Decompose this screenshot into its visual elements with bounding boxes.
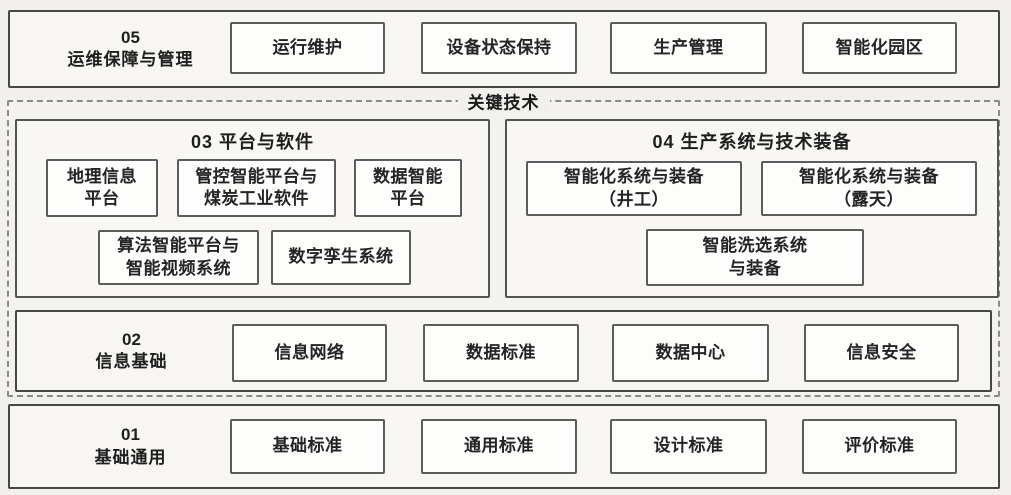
- box-equipment-status-keeping: 设备状态保持: [421, 22, 577, 74]
- layer-01-label: 01 基础通用: [28, 406, 233, 487]
- box-smart-park: 智能化园区: [802, 22, 957, 74]
- layer-05-band: 05 运维保障与管理 运行维护 设备状态保持 生产管理 智能化园区: [8, 10, 1000, 88]
- section-04-production-systems-equipment: 04 生产系统与技术装备 智能化系统与装备 （井工） 智能化系统与装备 （露天）…: [505, 119, 999, 298]
- layer-02-band: 02 信息基础 信息网络 数据标准 数据中心 信息安全: [15, 310, 992, 392]
- box-production-management: 生产管理: [610, 22, 767, 74]
- box-information-network: 信息网络: [232, 324, 387, 382]
- layer-01-code: 01: [121, 425, 140, 445]
- section-04-title: 04 生产系统与技术装备: [652, 132, 852, 152]
- layer-05-label: 05 运维保障与管理: [28, 12, 233, 86]
- box-intelligent-systems-openpit: 智能化系统与装备 （露天）: [761, 161, 977, 216]
- section-03-title: 03 平台与软件: [190, 132, 315, 152]
- box-data-center: 数据中心: [612, 324, 769, 382]
- box-algorithm-platform-video-system: 算法智能平台与 智能视频系统: [98, 230, 259, 285]
- box-operation-maintenance: 运行维护: [230, 22, 385, 74]
- box-evaluation-standard: 评价标准: [802, 419, 957, 474]
- key-tech-container: 关键技术 03 平台与软件 地理信息 平台 管控智能平台与 煤炭工业软件 数据智…: [7, 88, 1000, 397]
- layer-01-band: 01 基础通用 基础标准 通用标准 设计标准 评价标准: [8, 404, 1000, 489]
- box-intelligent-washing-systems: 智能洗选系统 与装备: [646, 229, 864, 286]
- layer-02-code: 02: [122, 329, 141, 349]
- box-general-standard: 通用标准: [421, 419, 577, 474]
- box-design-standard: 设计标准: [610, 419, 767, 474]
- layer-02-label: 02 信息基础: [29, 312, 234, 390]
- section-03-platform-software: 03 平台与软件 地理信息 平台 管控智能平台与 煤炭工业软件 数据智能 平台 …: [15, 119, 490, 298]
- box-basic-standard: 基础标准: [230, 419, 385, 474]
- box-data-intelligence-platform: 数据智能 平台: [354, 159, 462, 217]
- layer-01-name: 基础通用: [94, 447, 167, 467]
- box-data-standard: 数据标准: [423, 324, 579, 382]
- box-information-security: 信息安全: [804, 324, 959, 382]
- box-digital-twin-system: 数字孪生系统: [271, 230, 411, 285]
- layer-05-code: 05: [121, 27, 140, 47]
- box-control-platform-industrial-software: 管控智能平台与 煤炭工业软件: [177, 159, 336, 217]
- key-tech-title: 关键技术: [457, 88, 550, 114]
- layer-05-name: 运维保障与管理: [67, 50, 194, 69]
- box-gis-platform: 地理信息 平台: [46, 159, 158, 217]
- layer-02-name: 信息基础: [95, 352, 168, 371]
- box-intelligent-systems-underground: 智能化系统与装备 （井工）: [526, 161, 742, 216]
